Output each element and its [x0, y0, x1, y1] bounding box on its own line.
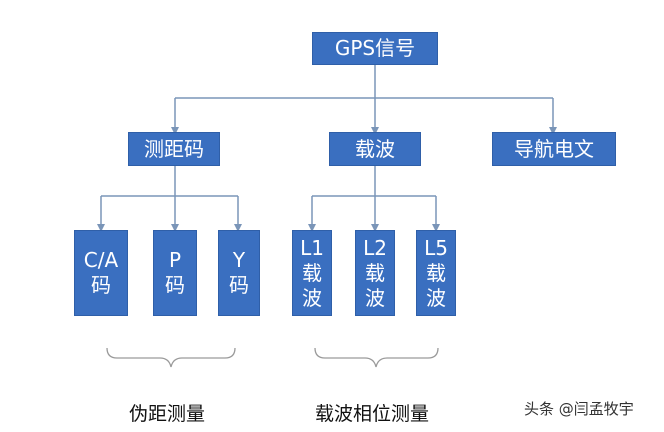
node-carrier: 载波	[329, 132, 421, 166]
node-gps-signal: GPS信号	[312, 32, 438, 65]
watermark-text: 头条 @闫孟牧宇	[524, 400, 634, 418]
node-l5-line3: 波	[426, 285, 446, 310]
node-l2-line2: 载	[365, 260, 385, 285]
node-ranging-code: 测距码	[128, 132, 220, 166]
node-l1-line2: 载	[302, 260, 322, 285]
node-l5-carrier: L5 载 波	[416, 230, 456, 316]
node-l1-line3: 波	[302, 285, 322, 310]
bracket-pseudorange	[106, 347, 236, 368]
node-l1-carrier: L1 载 波	[292, 230, 332, 316]
node-nav-message-label: 导航电文	[514, 136, 594, 161]
bracket-carrier-phase	[314, 347, 439, 368]
node-p-code-line2: 码	[165, 273, 185, 297]
caption-pseudorange: 伪距测量	[129, 403, 206, 425]
node-l5-line1: L5	[424, 235, 448, 260]
node-ca-code: C/A 码	[74, 230, 128, 316]
node-p-code: P 码	[153, 230, 197, 316]
node-gps-signal-label: GPS信号	[334, 36, 416, 60]
node-y-code: Y 码	[218, 230, 260, 316]
node-ca-code-line2: 码	[91, 273, 111, 297]
node-l2-carrier: L2 载 波	[355, 230, 395, 316]
node-l5-line2: 载	[426, 260, 446, 285]
node-l2-line3: 波	[365, 285, 385, 310]
node-p-code-line1: P	[168, 248, 182, 272]
node-y-code-line2: 码	[229, 273, 249, 297]
node-l2-line1: L2	[363, 235, 387, 260]
caption-carrier-phase: 载波相位测量	[315, 403, 430, 425]
node-l1-line1: L1	[300, 235, 324, 260]
node-ranging-code-label: 测距码	[144, 136, 204, 161]
node-ca-code-line1: C/A	[83, 248, 119, 272]
node-nav-message: 导航电文	[492, 132, 616, 166]
node-carrier-label: 载波	[355, 136, 395, 161]
node-y-code-line1: Y	[232, 248, 246, 272]
